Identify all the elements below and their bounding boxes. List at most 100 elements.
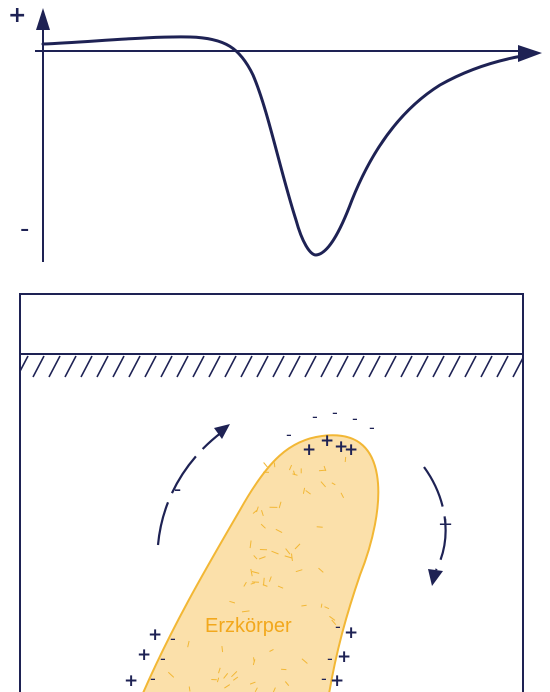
ore-texture-mark [231, 671, 238, 678]
ore-texture-mark [278, 501, 282, 509]
charge-minus: - [327, 649, 333, 668]
ore-texture-mark [167, 671, 175, 678]
charge-minus: - [335, 617, 341, 636]
charge-plus: + [148, 625, 162, 645]
axis-plus-label: + [8, 3, 26, 28]
ore-texture-mark [243, 581, 247, 587]
hatch-line [240, 355, 253, 378]
charge-minus: - [352, 409, 358, 428]
charge-plus: + [344, 623, 358, 643]
ore-texture-mark [251, 571, 260, 574]
ore-texture-mark [320, 603, 323, 608]
hatch-line [80, 355, 93, 378]
ore-texture-mark [252, 659, 256, 666]
charge-plus: + [344, 440, 358, 460]
hatch-line [288, 355, 301, 378]
ore-texture-mark [292, 473, 298, 476]
hatch-line [384, 355, 397, 378]
ore-texture-mark [301, 604, 307, 607]
ore-texture-mark [271, 550, 279, 555]
ore-texture-mark [241, 610, 250, 613]
charge-minus: - [332, 403, 338, 422]
ore-texture-mark [295, 569, 303, 573]
ore-texture-mark [258, 556, 266, 560]
left-arrow-sign: - [174, 477, 181, 501]
hatch-line [96, 355, 109, 378]
ore-texture-mark [261, 510, 264, 517]
charge-plus: + [337, 647, 351, 667]
hatch-line [400, 355, 413, 378]
bottom-left-charges: + + + - - - [124, 625, 176, 691]
ore-texture-mark [254, 687, 258, 692]
hatch-line [192, 355, 205, 378]
right-arrow-sign: + [438, 514, 453, 535]
left-current-arrow [156, 431, 223, 546]
hatch-line [352, 355, 365, 378]
ore-texture-mark [188, 686, 191, 692]
hatch-line [224, 355, 237, 378]
charge-minus: - [312, 407, 318, 426]
top-plus-charges: + + + + [302, 431, 358, 460]
hatch-line [464, 355, 477, 378]
charge-minus: - [150, 669, 156, 688]
bottom-right-charges: - - - + + + [321, 617, 358, 691]
hatch-line [432, 355, 445, 378]
ore-texture-mark [221, 646, 224, 653]
right-arrowhead [428, 569, 443, 586]
hatch-line [304, 355, 317, 378]
hatch-line [256, 355, 269, 378]
charge-minus: - [369, 418, 375, 437]
charge-plus: + [124, 671, 138, 691]
charge-plus: + [320, 431, 334, 451]
charge-minus: - [170, 629, 176, 648]
right-current-arrow [423, 466, 447, 571]
hatch-line [480, 355, 493, 378]
hatch-line [496, 355, 509, 378]
hatch-line [272, 355, 285, 378]
hatch-line [416, 355, 429, 378]
charge-plus: + [137, 645, 151, 665]
ore-texture-mark [331, 619, 337, 626]
ore-texture-mark [318, 567, 324, 573]
y-axis-arrowhead [36, 8, 50, 30]
ore-texture-mark [329, 615, 336, 621]
charge-minus: - [160, 649, 166, 668]
ore-texture-mark [344, 456, 347, 463]
ore-texture-mark [223, 672, 229, 679]
ore-texture-mark [268, 576, 272, 582]
potential-graph: + - [8, 3, 542, 262]
charge-minus: - [286, 425, 292, 444]
ore-texture-mark [302, 487, 306, 494]
ore-texture-mark [320, 481, 326, 488]
ore-texture-mark [284, 681, 290, 687]
ore-texture-mark [216, 677, 220, 683]
ore-body-label: Erzkörper [205, 615, 292, 637]
axis-minus-label: - [20, 214, 29, 244]
ore-texture-mark [331, 482, 336, 486]
ore-texture-mark [187, 640, 190, 648]
ore-texture-mark [252, 509, 258, 514]
ore-texture-mark [233, 676, 239, 681]
hatch-line [128, 355, 141, 378]
surface-hatching [20, 355, 523, 378]
ore-texture-mark [294, 543, 301, 550]
ore-texture-mark [250, 582, 256, 585]
ore-texture-mark [249, 681, 256, 685]
hatch-line [112, 355, 125, 378]
ore-texture-mark [301, 658, 308, 664]
ore-texture-mark [291, 553, 293, 562]
hatch-line [48, 355, 61, 378]
ore-texture-mark [272, 687, 276, 692]
charge-plus: + [330, 671, 344, 691]
charge-minus: - [321, 669, 327, 688]
charge-plus: + [334, 437, 348, 457]
hatch-line [64, 355, 77, 378]
ore-texture-mark [249, 540, 252, 549]
potential-curve [41, 35, 524, 257]
ore-texture-mark [305, 490, 311, 495]
hatch-line [176, 355, 189, 378]
hatch-line [448, 355, 461, 378]
ore-texture-mark [269, 648, 274, 652]
ore-texture-mark [285, 548, 291, 555]
